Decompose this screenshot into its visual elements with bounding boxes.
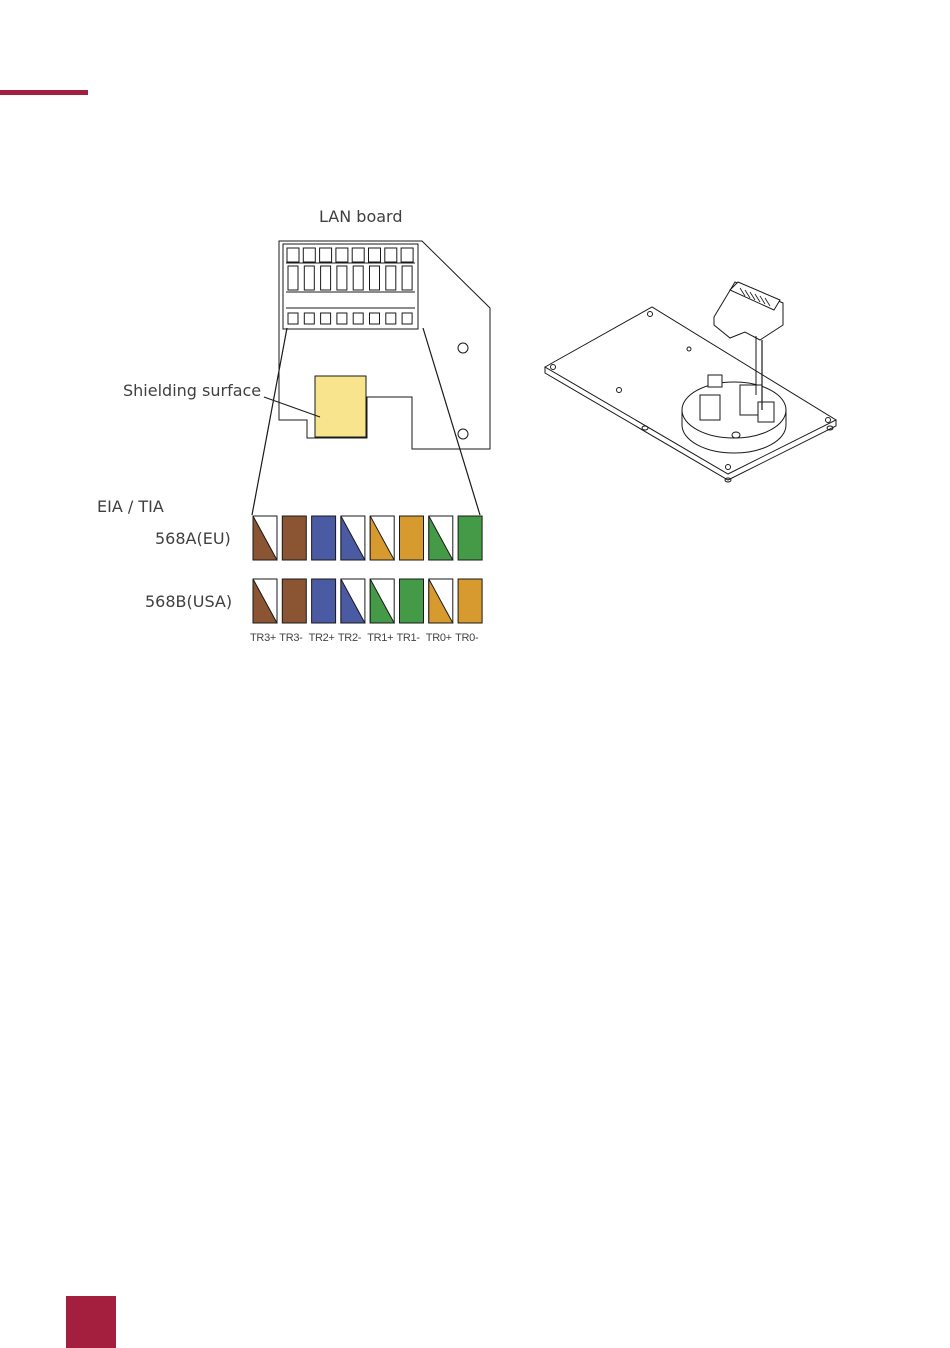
terminal-clamp (402, 266, 412, 290)
terminal-screw (385, 248, 397, 262)
terminal-clamp (353, 266, 363, 290)
lan-board (279, 241, 490, 449)
wire-orange-swatch (458, 579, 482, 623)
wire-brown-swatch (282, 579, 306, 623)
terminal-screw (287, 248, 299, 262)
terminal-screw (336, 248, 348, 262)
eia-tia-label: EIA / TIA (97, 497, 164, 516)
pin-label: TR3- (279, 632, 308, 644)
wire-green-swatch (458, 516, 482, 560)
wiring-row-568a (253, 516, 482, 560)
shielding-surface (315, 376, 366, 437)
terminal-opening (370, 313, 380, 324)
terminal-opening (288, 313, 298, 324)
terminal-opening (353, 313, 363, 324)
terminal-opening (402, 313, 412, 324)
pin-label: TR0- (455, 632, 484, 644)
terminal-screw (303, 248, 315, 262)
terminal-opening (337, 313, 347, 324)
terminal-clamp (337, 266, 347, 290)
terminal-clamp (288, 266, 298, 290)
isometric-board-illustration (545, 282, 836, 482)
pin-label: TR3+ (250, 632, 279, 644)
wire-brown-swatch (282, 516, 306, 560)
pin-label: TR1+ (367, 632, 396, 644)
standard-568b-label: 568B(USA) (145, 592, 232, 611)
terminal-screw (369, 248, 381, 262)
pin-labels: TR3+ TR3- TR2+ TR2- TR1+ TR1- TR0+ TR0- (250, 632, 484, 644)
pin-label: TR0+ (426, 632, 455, 644)
pin-label: TR2+ (309, 632, 338, 644)
terminal-clamp (321, 266, 331, 290)
terminal-opening (321, 313, 331, 324)
pin-label: TR1- (396, 632, 425, 644)
terminal-screw (320, 248, 332, 262)
terminal-opening (386, 313, 396, 324)
terminal-clamp (370, 266, 380, 290)
wire-blue-swatch (312, 516, 336, 560)
terminal-clamp (304, 266, 314, 290)
wire-green-swatch (400, 579, 424, 623)
fanout-line-right (423, 328, 480, 515)
shielding-surface-label: Shielding surface (123, 381, 261, 400)
terminal-screw (401, 248, 413, 262)
pin-label: TR2- (338, 632, 367, 644)
terminal-block (283, 244, 418, 329)
fanout-line-left (252, 328, 287, 515)
terminal-opening (304, 313, 314, 324)
wire-blue-swatch (312, 579, 336, 623)
standard-568a-label: 568A(EU) (155, 529, 231, 548)
terminal-clamp (386, 266, 396, 290)
lan-board-label: LAN board (319, 207, 402, 226)
wire-orange-swatch (400, 516, 424, 560)
wiring-row-568b (253, 579, 482, 623)
terminal-screw (352, 248, 364, 262)
